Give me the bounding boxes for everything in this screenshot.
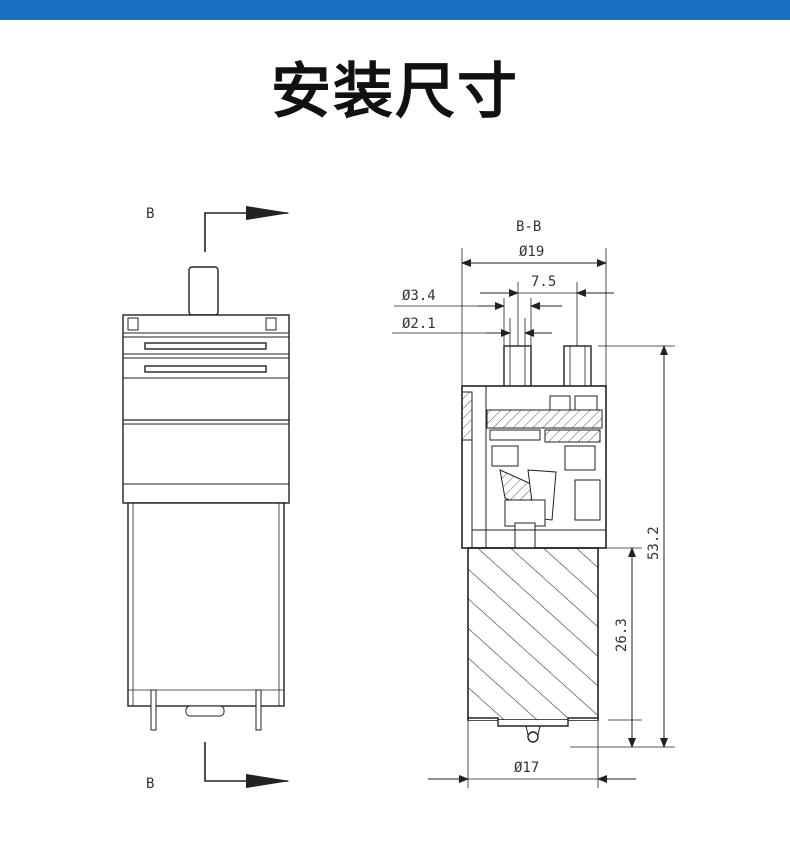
- dim-port-spacing: 7.5: [531, 274, 556, 290]
- motor-body: [127, 502, 285, 707]
- dim-port-outer-diameter: Ø3.4: [402, 288, 436, 304]
- pump-head: [122, 314, 290, 504]
- front-view: B B: [122, 206, 290, 792]
- dim-motor-height: 26.3: [614, 618, 630, 652]
- terminal-right: [255, 689, 262, 731]
- terminal-left: [150, 689, 157, 731]
- pump-head-section: [461, 385, 607, 549]
- top-accent-bar: [0, 0, 790, 20]
- section-title: B-B: [516, 219, 541, 235]
- section-marker-bottom: B: [146, 776, 154, 792]
- section-arrowhead-top: [246, 206, 290, 220]
- motor-section: [467, 547, 599, 743]
- dim-outer-diameter: Ø19: [519, 244, 544, 260]
- shaft: [188, 266, 219, 316]
- page-title: 安装尺寸: [271, 57, 519, 127]
- section-marker-top: B: [146, 206, 154, 222]
- dim-port-inner-diameter: Ø2.1: [402, 316, 436, 332]
- section-view: B-B Ø19 7.5 Ø3.4 Ø2.1: [392, 219, 675, 788]
- dim-total-height: 53.2: [646, 526, 662, 560]
- dim-motor-diameter: Ø17: [514, 760, 539, 776]
- rear-bushing: [185, 705, 225, 717]
- section-arrowhead-bottom: [246, 774, 290, 788]
